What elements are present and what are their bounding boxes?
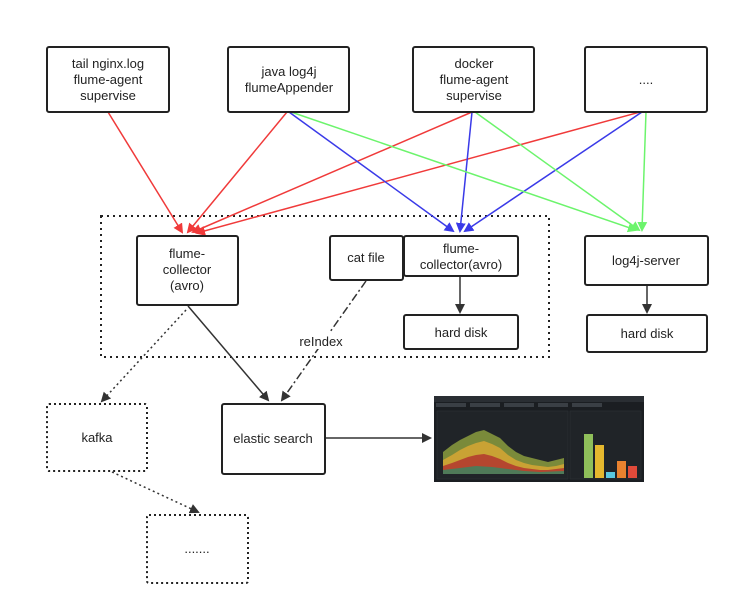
node-elastic-search[interactable]: elastic search [221,403,326,475]
docker-agent-line-1: docker [454,56,494,71]
kafka-label: kafka [81,430,113,445]
node-hard-disk-cluster[interactable]: hard disk [403,314,519,350]
edge-docker-to-log4j-server [474,111,641,232]
edge-more-to-collector-left [195,111,641,236]
edge-more-to-collector-right [463,111,643,233]
node-collector-left[interactable]: flume- collector (avro) [136,235,239,306]
node-more-consumers[interactable]: ....... [146,514,249,584]
reindex-label-bg [296,333,346,349]
edge-more-to-log4j-server [637,111,648,232]
collector-right-line-1: flume- [443,241,479,256]
collector-cluster-boundary [100,215,550,358]
node-java-log4j[interactable]: java log4j flumeAppender [227,46,350,113]
edge-java-to-collector-left [186,111,288,234]
node-hard-disk-server[interactable]: hard disk [586,314,708,353]
collector-right-line-2: collector(avro) [420,257,502,272]
node-log4j-server[interactable]: log4j-server [584,235,709,286]
node-nginx-agent[interactable]: tail nginx.log flume-agent supervise [46,46,170,113]
edge-collector-left-to-elastic [187,305,270,402]
nginx-agent-line-1: tail nginx.log [72,56,144,71]
collector-left-line-3: (avro) [170,278,204,293]
node-cat-file[interactable]: cat file [329,235,404,281]
node-collector-right[interactable]: flume- collector(avro) [403,235,519,277]
dashboard-thumbnail [434,396,644,482]
elastic-search-label: elastic search [233,431,312,446]
collector-left-line-2: collector [163,262,212,277]
java-log4j-line-2: flumeAppender [245,80,334,95]
node-more-sources[interactable]: .... [584,46,708,113]
dashboard-bar-chart [584,434,637,478]
edge-kafka-to-more-consumers [111,471,200,514]
more-sources-label: .... [639,72,653,87]
hard-disk-cluster-label: hard disk [435,325,488,340]
green-edges [290,111,648,233]
edge-collector-left-to-kafka [100,309,187,403]
node-docker-agent[interactable]: docker flume-agent supervise [412,46,535,113]
more-consumers-label: ....... [184,541,209,556]
edge-java-to-log4j-server [290,111,638,233]
log4j-server-label: log4j-server [612,253,681,268]
docker-agent-line-2: flume-agent [440,72,509,87]
reindex-label: reIndex [299,334,343,349]
nginx-agent-line-2: flume-agent [74,72,143,87]
collector-left-line-1: flume- [169,246,205,261]
java-log4j-line-1: java log4j [261,64,317,79]
red-edges [107,111,641,236]
cat-file-label: cat file [347,250,385,265]
edge-nginx-to-collector-left [107,111,184,234]
docker-agent-line-3: supervise [446,88,502,103]
edge-docker-to-collector-left [191,111,473,234]
dashboard-area-chart [443,430,564,474]
nginx-agent-line-3: supervise [80,88,136,103]
edge-java-to-collector-right [288,111,455,233]
node-kafka[interactable]: kafka [46,403,148,472]
dark-edges [100,276,652,514]
hard-disk-server-label: hard disk [621,326,674,341]
